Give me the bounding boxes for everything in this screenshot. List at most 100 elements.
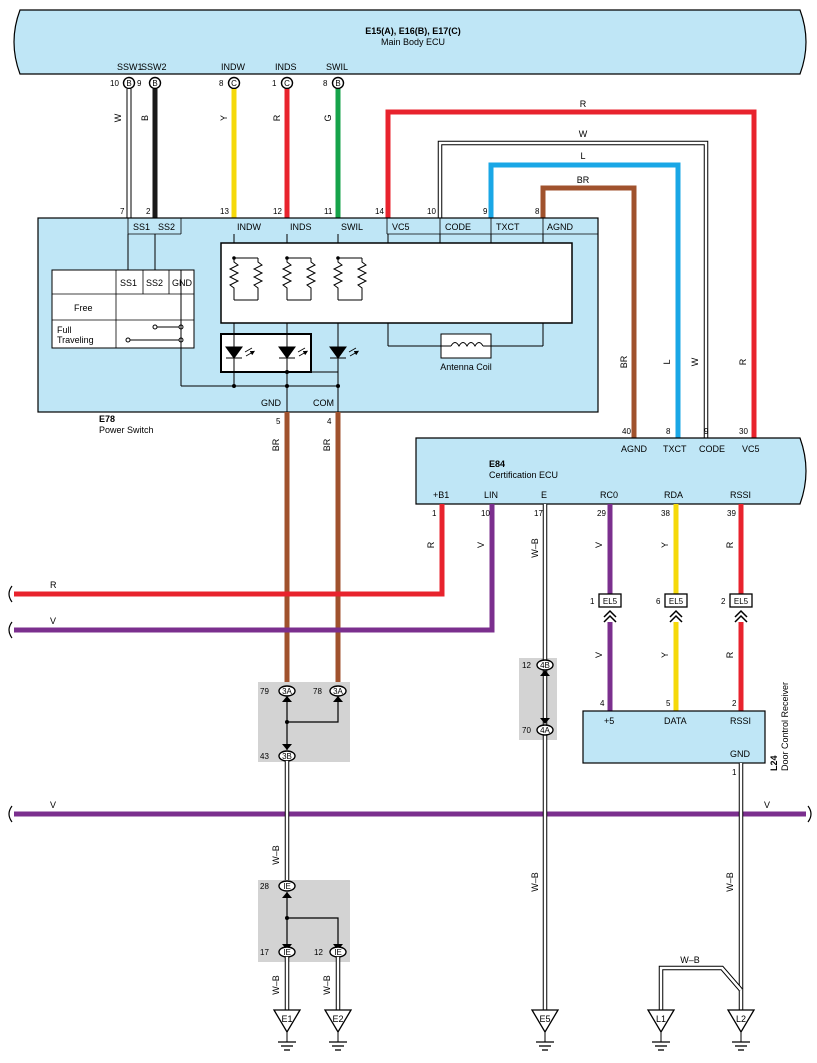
splice-id: IE [334, 948, 342, 957]
wire-label: V [50, 616, 56, 626]
splice-pin: 79 [260, 687, 269, 696]
splice-id: 4A [540, 726, 550, 735]
wire-label: R [580, 99, 587, 109]
conn-id: B [126, 79, 131, 88]
ground-e5-icon [530, 1009, 560, 1051]
terminal-label: GND [261, 398, 282, 408]
pin-number: 10 [110, 79, 119, 88]
wire-label: R [725, 651, 735, 658]
receiver-ground-wire [658, 763, 744, 1010]
top-wires [126, 89, 341, 218]
certification-ecu: E84 Certification ECU [415, 437, 807, 505]
pin-number: 39 [727, 509, 736, 518]
terminal-label: RSSI [730, 716, 751, 726]
bus-lines [8, 504, 812, 823]
pin-number: 10 [427, 207, 436, 216]
wire-label: W–B [322, 975, 332, 995]
terminal-label: AGND [621, 444, 648, 454]
e-ground-wire [519, 504, 557, 1010]
terminal-label: TXCT [496, 222, 520, 232]
wire-label: L [580, 151, 585, 161]
terminal-label: GND [730, 749, 751, 759]
terminal-label: CODE [699, 444, 725, 454]
terminal-label: +5 [604, 716, 614, 726]
pin-number: 9 [704, 427, 709, 436]
ground-symbols [272, 1009, 756, 1051]
terminal-label: AGND [547, 222, 574, 232]
junction-ie [258, 880, 350, 962]
main-ecu-name: Main Body ECU [381, 37, 445, 47]
pin-number: 38 [661, 509, 670, 518]
door-control-receiver [582, 710, 766, 764]
wire-label: R [725, 541, 735, 548]
pin-number: 8 [323, 79, 328, 88]
splice-pin: 43 [260, 752, 269, 761]
ground-e2-icon [323, 1009, 353, 1051]
ground-label: L2 [736, 1014, 746, 1024]
pin-number: 5 [276, 417, 281, 426]
conn-id: C [231, 79, 237, 88]
pin-label-ssw2: SSW2 [141, 62, 167, 72]
pin-number: 2 [146, 207, 151, 216]
wire-label: W [579, 129, 588, 139]
splice-id: 4B [540, 661, 550, 670]
pin-number: 9 [483, 207, 488, 216]
pin-number: 9 [137, 79, 142, 88]
wire-label: W–B [725, 872, 735, 892]
splice-id: 3A [282, 687, 292, 696]
wire-label: Y [219, 115, 229, 121]
splice-id: IE [283, 882, 291, 891]
ground-e1-icon [272, 1009, 302, 1051]
power-switch-code: E78 [99, 414, 115, 424]
pin-number: 5 [666, 699, 671, 708]
power-switch [37, 217, 599, 413]
splice-pin: 70 [522, 726, 531, 735]
pin-number: 13 [220, 207, 229, 216]
pin-label-swil: SWIL [326, 62, 348, 72]
wire-label: W–B [271, 845, 281, 865]
splice-id: 3A [333, 687, 343, 696]
receiver-name: Door Control Receiver [780, 682, 790, 771]
terminal-label: VC5 [392, 222, 410, 232]
pin-number: 29 [597, 509, 606, 518]
pin-label-indw: INDW [221, 62, 245, 72]
terminal-label: +B1 [433, 490, 449, 500]
el5-label: EL5 [603, 597, 618, 606]
pin-number: 1 [732, 768, 737, 777]
splice-id: 3B [282, 752, 292, 761]
terminal-label: E [541, 490, 547, 500]
conn-id: B [152, 79, 157, 88]
terminal-label: DATA [664, 716, 687, 726]
splice-pin: 17 [260, 948, 269, 957]
ground-l1-icon [646, 1009, 676, 1051]
wire-label: L [662, 359, 672, 364]
conn-id: C [284, 79, 290, 88]
wire-label: V [50, 800, 56, 810]
pin-number: 8 [535, 207, 540, 216]
terminal-label: CODE [445, 222, 471, 232]
terminal-label: RC0 [600, 490, 618, 500]
wb-wires-ie-ground [284, 957, 341, 1010]
terminal-label: SS1 [133, 222, 150, 232]
wire-label: R [426, 541, 436, 548]
main-ecu-code: E15(A), E16(B), E17(C) [365, 26, 461, 36]
terminal-label: TXCT [663, 444, 687, 454]
brown-wires [284, 412, 341, 684]
wire-label: B [140, 115, 150, 121]
terminal-label: RSSI [730, 490, 751, 500]
el5-pin: 2 [721, 597, 726, 606]
splice-pin: 12 [522, 661, 531, 670]
pin-number: 7 [120, 207, 125, 216]
terminal-label: INDS [290, 222, 312, 232]
terminal-label: INDW [237, 222, 261, 232]
splice-id: IE [283, 948, 291, 957]
power-switch-name: Power Switch [99, 425, 154, 435]
ground-label: E2 [332, 1014, 343, 1024]
pin-label-inds: INDS [275, 62, 297, 72]
wire-label: BR [271, 438, 281, 451]
terminal-label: COM [313, 398, 334, 408]
pin-number: 1 [432, 509, 437, 518]
wire-label: V [764, 800, 770, 810]
wire-label: R [50, 580, 57, 590]
